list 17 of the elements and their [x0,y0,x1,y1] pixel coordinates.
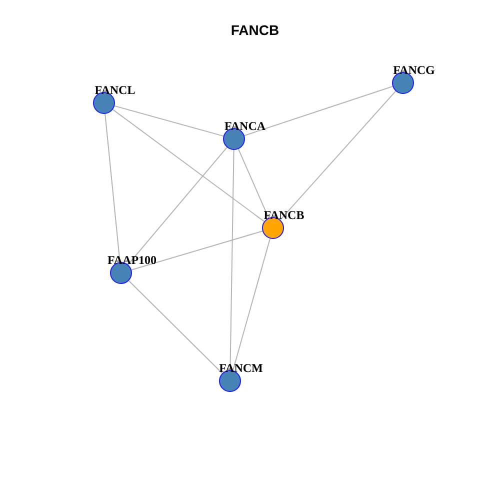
node-label: FANCG [393,64,435,77]
node-label: FANCA [224,120,266,133]
graph-title: FANCB [230,22,280,38]
edge-line [114,105,224,137]
edge-line [131,230,263,270]
node-label: FAAP100 [107,254,157,267]
edge-line [230,150,234,370]
edge-line [238,148,270,218]
node-label: FANCL [94,84,136,97]
node-label: FANCB [264,209,304,222]
edge-line [232,238,271,371]
edge-line [244,86,394,136]
edge-line [128,146,228,266]
node-label: FANCM [219,362,263,375]
edge-line [280,90,396,220]
edge-line [128,280,223,374]
edge-line [112,109,265,222]
